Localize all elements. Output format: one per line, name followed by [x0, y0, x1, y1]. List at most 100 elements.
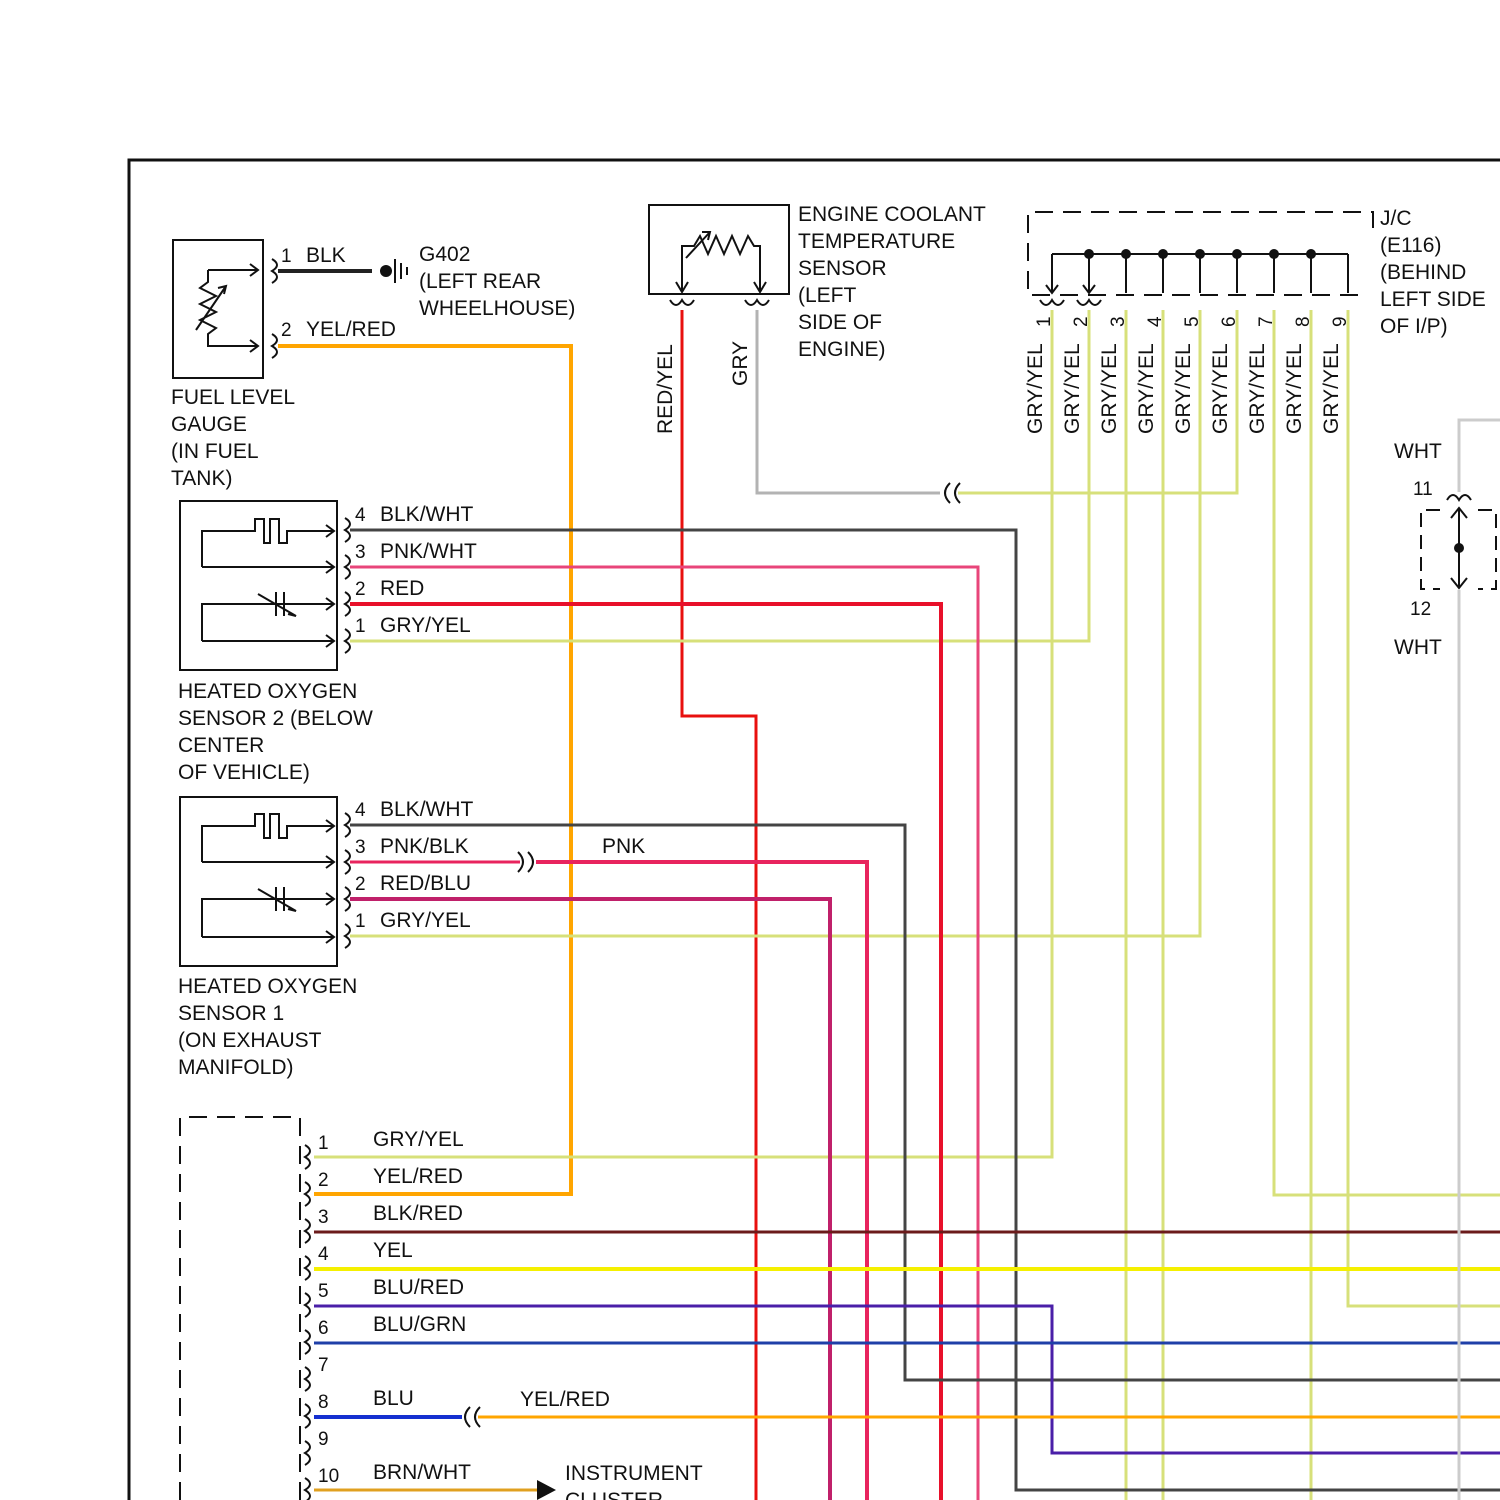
fuel-gauge-box: [173, 240, 263, 378]
ect-wire-gry: GRY: [729, 341, 752, 386]
ho2s1-wire-4: BLK/WHT: [380, 798, 474, 821]
pcm-pin-1: 1: [318, 1133, 329, 1154]
ho2s2-label: HEATED OXYGEN SENSOR 2 (BELOW CENTER OF …: [178, 680, 379, 784]
pcm-pin-8: 8: [318, 1392, 329, 1413]
ho2s1-label: HEATED OXYGEN SENSOR 1 (ON EXHAUST MANIF…: [178, 975, 363, 1079]
wht-bottom-label: WHT: [1394, 636, 1442, 659]
connector-icon: [305, 1182, 310, 1206]
jc-pin-8: 8: [1293, 316, 1314, 327]
wire-wht: [1459, 420, 1500, 492]
ho2s2-pin-3: 3: [355, 542, 366, 563]
connector-icon: [745, 300, 769, 305]
jc-pin-2: 2: [1071, 316, 1092, 327]
pcm-wire-6: BLU/GRN: [373, 1313, 466, 1336]
inline-connector-icon: [518, 852, 533, 872]
pcm-wire-2: YEL/RED: [373, 1165, 463, 1188]
connector-icon: [345, 924, 350, 948]
junction-connector-e116: 1GRY/YEL2GRY/YEL3GRY/YEL4GRY/YEL5GRY/YEL…: [1024, 207, 1492, 434]
variable-resistor-icon: [196, 264, 258, 352]
heated-oxygen-sensor-1: 4 BLK/WHT 3 PNK/BLK 2 RED/BLU 1 GRY/YEL …: [178, 797, 645, 1079]
ho2s1-pin-2: 2: [355, 874, 366, 895]
pcm-pin-6: 6: [318, 1318, 329, 1339]
ho2s2-wire-1: GRY/YEL: [380, 614, 471, 637]
ho2s2-wire-3: PNK/WHT: [380, 540, 477, 563]
jc-tap-lines: [1040, 254, 1348, 305]
wht-top-label: WHT: [1394, 440, 1442, 463]
fuel-gauge-wire-2: YEL/RED: [306, 318, 396, 341]
pin-11-label: 11: [1413, 479, 1433, 500]
jc-label: J/C (E116) (BEHIND LEFT SIDE OF I/P): [1380, 207, 1492, 338]
connector-icon: [305, 1256, 310, 1280]
heater-element-icon: [202, 519, 334, 647]
pcm-pin-7: 7: [318, 1355, 329, 1376]
connector-icon: [305, 1145, 310, 1169]
connector-icon: [272, 259, 277, 283]
jc-wire-7: GRY/YEL: [1246, 343, 1269, 434]
ect-wire-redyel: RED/YEL: [654, 344, 677, 434]
ect-sensor-box: [649, 205, 789, 294]
ho2s2-connectors: [345, 518, 350, 653]
jc-pin-5: 5: [1182, 316, 1203, 327]
jc-pin-3: 3: [1108, 316, 1129, 327]
jc-pin-7: 7: [1256, 316, 1277, 327]
ground-label: G402 (LEFT REAR WHEELHOUSE): [419, 243, 575, 320]
ho2s1-pin-4: 4: [355, 800, 366, 821]
thermistor-icon: [676, 232, 766, 292]
fuel-gauge-label: FUEL LEVEL GAUGE (IN FUEL TANK): [171, 386, 300, 490]
jc-pin-1: 1: [1034, 316, 1055, 327]
connector-icon: [345, 629, 350, 653]
ho2s1-pnk-label: PNK: [602, 835, 645, 858]
wire-jc6: [1274, 310, 1500, 1195]
pcm-pin-9: 9: [318, 1429, 329, 1450]
connector-icon: [305, 1367, 310, 1391]
connector-icon: [305, 1441, 310, 1465]
fuel-level-gauge: 1 BLK 2 YEL/RED FUEL LEVEL GAUGE (IN FUE…: [171, 240, 396, 490]
ho2s2-box: [180, 501, 337, 670]
connector-icon: [345, 887, 350, 911]
jc-wire-1: GRY/YEL: [1024, 343, 1047, 434]
instrument-cluster-label: INSTRUMENT CLUSTER: [565, 1462, 708, 1500]
jc-pin-6: 6: [1219, 316, 1240, 327]
connector-icon: [305, 1330, 310, 1354]
inline-connector-icon: [465, 1407, 480, 1427]
jc-wire-2: GRY/YEL: [1061, 343, 1084, 434]
connector-icon: [305, 1219, 310, 1243]
fuel-gauge-wire-1: BLK: [306, 244, 346, 267]
pcm-pin-2: 2: [318, 1170, 329, 1191]
jc-wire-4: GRY/YEL: [1135, 343, 1158, 434]
jc-wire-6: GRY/YEL: [1209, 343, 1232, 434]
fuel-gauge-pin-2: 2: [281, 320, 292, 341]
pcm-dashed-outline: [180, 1117, 300, 1500]
connector-icon: [305, 1293, 310, 1317]
connector-dot: [1454, 543, 1464, 553]
ho2s1-pin-1: 1: [355, 911, 366, 932]
connector-icon: [1040, 300, 1064, 305]
wire-ho2s1-blkwht: [350, 825, 1500, 1380]
ground-splice-dot: [380, 265, 392, 277]
connector-icon: [1447, 495, 1471, 500]
jc-wire-3: GRY/YEL: [1098, 343, 1121, 434]
ho2s2-wire-2: RED: [380, 577, 424, 600]
wire-ho2s2-pnkwht: [350, 567, 978, 1500]
pcm-wire-1: GRY/YEL: [373, 1128, 464, 1151]
pcm-pin-10: 10: [318, 1466, 339, 1487]
connector-icon: [272, 334, 277, 358]
pin-12-label: 12: [1410, 599, 1431, 620]
connector-icon: [305, 1478, 310, 1500]
ho2s1-connectors: [345, 813, 350, 948]
pcm-wire-4: YEL: [373, 1239, 413, 1262]
pcm-wire-10: BRN/WHT: [373, 1461, 471, 1484]
fuel-gauge-pin-1: 1: [281, 246, 292, 267]
jc-wire-8: GRY/YEL: [1283, 343, 1306, 434]
ho2s1-pin-3: 3: [355, 837, 366, 858]
ho2s2-pin-2: 2: [355, 579, 366, 600]
inline-connector-icon: [945, 483, 960, 503]
pcm-pin-4: 4: [318, 1244, 329, 1265]
pcm8-far-wire-label: YEL/RED: [520, 1388, 610, 1411]
ho2s1-wire-2: RED/BLU: [380, 872, 471, 895]
arrow-icon: [537, 1480, 556, 1500]
ho2s1-box: [180, 797, 337, 966]
ho2s2-wire-4: BLK/WHT: [380, 503, 474, 526]
